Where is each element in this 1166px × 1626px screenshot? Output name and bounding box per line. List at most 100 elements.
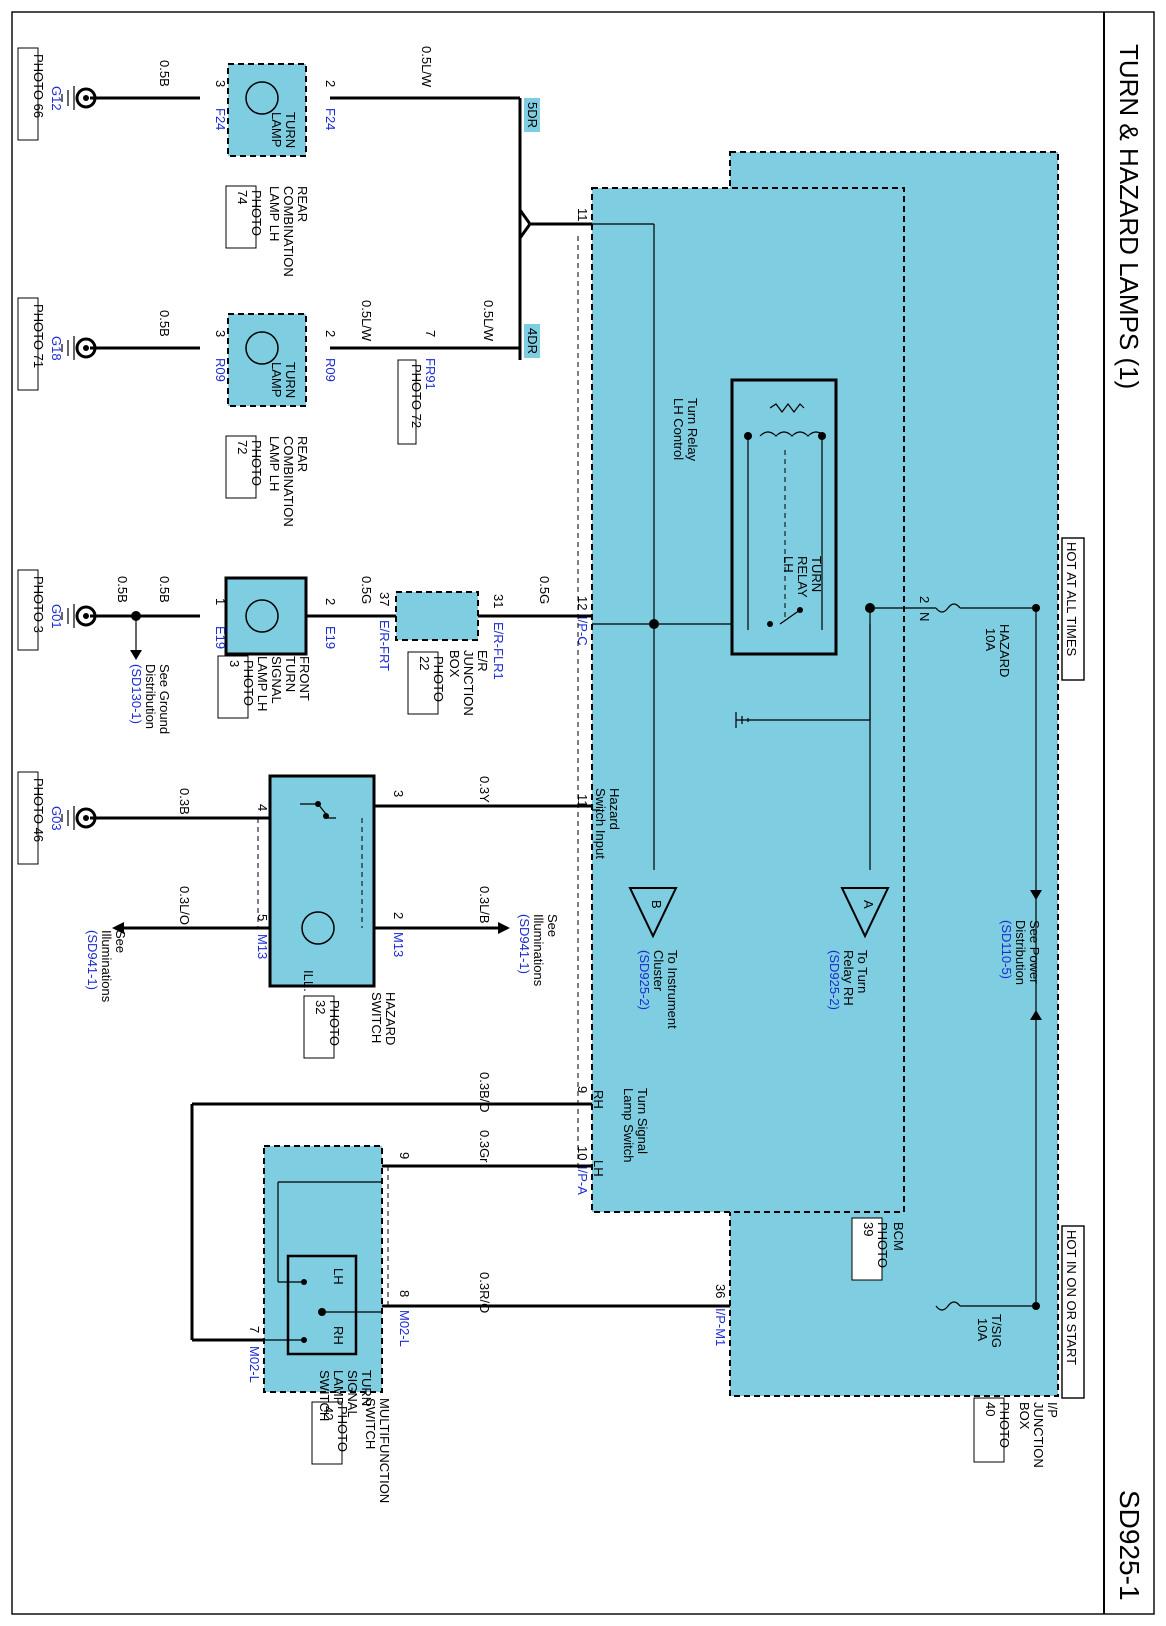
multi-photo-2: 42: [321, 1406, 336, 1420]
svg-text:JUNCTION: JUNCTION: [461, 650, 476, 716]
page-title: TURN & HAZARD LAMPS (1): [1114, 44, 1144, 389]
svg-text:Distribution: Distribution: [143, 664, 158, 729]
svg-text:72: 72: [235, 440, 250, 454]
ground-g18-photo: PHOTO 71: [31, 304, 46, 368]
relay-rh-line1: To Turn: [855, 950, 870, 993]
ipjb-line2: JUNCTION: [1031, 1402, 1046, 1468]
bcm-pin-11b: 11: [575, 794, 590, 808]
bcm-pin-12: 12: [575, 596, 590, 610]
hazard-sw-photo-1: PHOTO: [327, 1000, 342, 1046]
cluster-line2: Cluster: [651, 950, 666, 992]
svg-text:LAMP LH: LAMP LH: [255, 656, 270, 711]
svg-text:COMBINATION: COMBINATION: [281, 186, 296, 277]
svg-text:PHOTO: PHOTO: [327, 1000, 342, 1046]
relay-ctrl-line2: LH Control: [671, 398, 686, 460]
ipjb-line1: I/P: [1045, 1402, 1060, 1418]
ground-g18: [61, 336, 97, 360]
bcm-photo-1: PHOTO: [875, 1222, 890, 1268]
svg-text:SWITCH: SWITCH: [317, 1370, 332, 1421]
connector-b-triangle: [628, 887, 678, 939]
svg-text:T/SIG: T/SIG: [989, 1314, 1004, 1348]
svg-text:Illuminations: Illuminations: [531, 914, 546, 987]
wire-row2-b: 0.5B: [157, 310, 172, 337]
hazard-input-2: Switch Input: [593, 788, 608, 859]
ipjb-photo-2: 40: [983, 1402, 998, 1416]
svg-text:(SD941-1): (SD941-1): [85, 930, 100, 990]
wire-row4-b: 0.3B: [177, 788, 192, 815]
svg-text:LAMP: LAMP: [331, 1370, 346, 1405]
svg-text:TURN: TURN: [809, 556, 824, 592]
front-photo-2: 3: [227, 660, 242, 667]
svg-text:Illuminations: Illuminations: [99, 930, 114, 1003]
rear2-name-3: LAMP LH: [267, 436, 282, 491]
svg-text:(SD925-2): (SD925-2): [827, 950, 842, 1010]
fr91-photo: PHOTO 72: [409, 364, 424, 428]
svg-text:10A: 10A: [983, 628, 998, 651]
front-photo-1: PHOTO: [241, 660, 256, 706]
svg-text:22: 22: [417, 656, 432, 670]
wire-top-lw: 0.5L/W: [419, 46, 434, 88]
svg-text:N: N: [917, 612, 932, 621]
lh-label: LH: [591, 1160, 606, 1177]
fuse-tsig-name: T/SIG: [989, 1314, 1004, 1348]
conn-ip-c: I/P-C: [575, 616, 590, 646]
front-name-3: SIGNAL: [269, 656, 284, 704]
front-pin-in: 2: [323, 598, 338, 605]
fuse-hazard-rating: 10A: [983, 628, 998, 651]
multi-pin-9: 9: [397, 1152, 412, 1159]
rear-top-conn-a: F24: [213, 108, 228, 130]
hazard-sw-name-2: SWITCH: [369, 992, 384, 1043]
svg-text:HAZARD: HAZARD: [997, 624, 1012, 677]
svg-text:See: See: [113, 930, 128, 953]
wire-row4-lb: 0.3L/B: [477, 886, 492, 924]
rear2-photo-2: 72: [235, 440, 250, 454]
rear-top-name-1: REAR: [295, 186, 310, 222]
rear2-conn-a: R09: [213, 358, 228, 382]
wire-ro: 0.3R/O: [477, 1272, 492, 1313]
ground-g01-id: G01: [49, 604, 64, 629]
splice-5dr: 5DR: [525, 102, 540, 128]
turn-sig-label-2: Lamp Switch: [621, 1088, 636, 1162]
multi-pin-8: 8: [397, 1290, 412, 1297]
hazard-ill-label: ILL.: [301, 970, 316, 992]
multi-inner-4: SWITCH: [317, 1370, 332, 1421]
er-conn-in: E/R-FLR1: [491, 622, 506, 680]
rear-top-lamp-2: LAMP: [269, 112, 284, 147]
ground-dist-2: Distribution: [143, 664, 158, 729]
relay-rh-ref: (SD925-2): [827, 950, 842, 1010]
ipjb-photo-1: PHOTO: [997, 1402, 1012, 1448]
connector-a-letter: A: [861, 900, 876, 909]
multi-name-2: SWITCH: [363, 1398, 378, 1449]
turn-sig-label-1: Turn Signal: [635, 1088, 650, 1154]
connector-b-letter: B: [649, 900, 664, 909]
hazard-pin-2: 2: [391, 912, 406, 919]
relay-label-3: LH: [781, 556, 796, 573]
rear2-lamp-2: LAMP: [269, 362, 284, 397]
svg-text:TURN: TURN: [283, 362, 298, 398]
rear-lamp-top: [227, 63, 307, 157]
svg-text:Relay RH: Relay RH: [841, 950, 856, 1006]
svg-text:REAR: REAR: [295, 186, 310, 222]
hot-at-all-times-label: HOT AT ALL TIMES: [1064, 542, 1079, 656]
er-conn-out: E/R-FRT: [377, 620, 392, 671]
svg-text:Turn Signal: Turn Signal: [635, 1088, 650, 1154]
svg-text:LAMP LH: LAMP LH: [267, 186, 282, 241]
multi-photo-1: PHOTO: [335, 1406, 350, 1452]
ground-g03: [61, 806, 97, 830]
svg-text:10A: 10A: [975, 1318, 990, 1341]
er-photo-1: PHOTO: [431, 656, 446, 702]
rear2-conn-b: R09: [323, 358, 338, 382]
hazard-conn-a: M13: [391, 932, 406, 957]
fr91-conn: FR91: [423, 358, 438, 390]
rear2-lamp-1: TURN: [283, 362, 298, 398]
svg-text:Turn Relay: Turn Relay: [685, 398, 700, 462]
svg-text:PHOTO: PHOTO: [249, 190, 264, 236]
wire-row3-g2: 0.5G: [537, 576, 552, 604]
multi-inner-1: TURN: [359, 1370, 374, 1406]
wire-bo: 0.3B/O: [477, 1072, 492, 1112]
multi-conn-a: M02-L: [397, 1310, 412, 1347]
hot-in-on-or-start-label: HOT IN ON OR START: [1064, 1230, 1079, 1365]
illum-b-1: See: [113, 930, 128, 953]
illum-a-ref: (SD941-1): [517, 914, 532, 974]
